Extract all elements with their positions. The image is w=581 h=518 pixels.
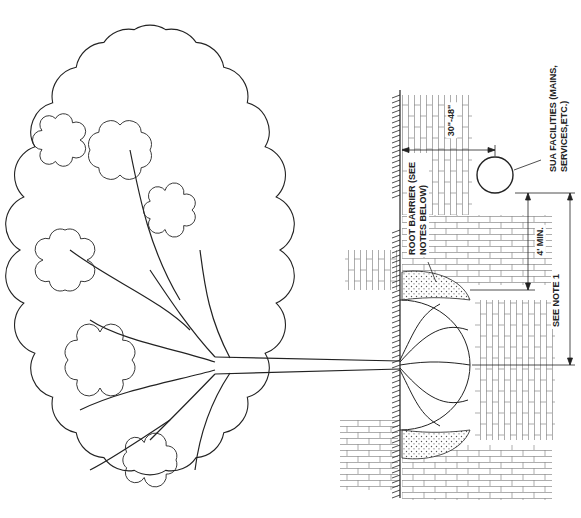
dimension-text: 4' MIN. (535, 225, 546, 258)
canopy-clumps (33, 114, 196, 487)
utility-pipe (477, 157, 513, 193)
root-barrier (402, 271, 470, 459)
dimensions (402, 145, 575, 365)
canopy (6, 25, 295, 475)
trunk (70, 150, 400, 470)
root-ball (400, 300, 470, 430)
ground-line (392, 90, 400, 498)
callout-label: SUA FACILITIES (MAINS, SERVICES,ETC.) (548, 50, 570, 174)
dimension-text: SEE NOTE 1 (551, 271, 562, 328)
note-label: ROOT BARRIER (SEE NOTES BELOW) (407, 153, 429, 257)
dimension-text: 30"-48" (447, 102, 458, 138)
soil (340, 95, 555, 500)
